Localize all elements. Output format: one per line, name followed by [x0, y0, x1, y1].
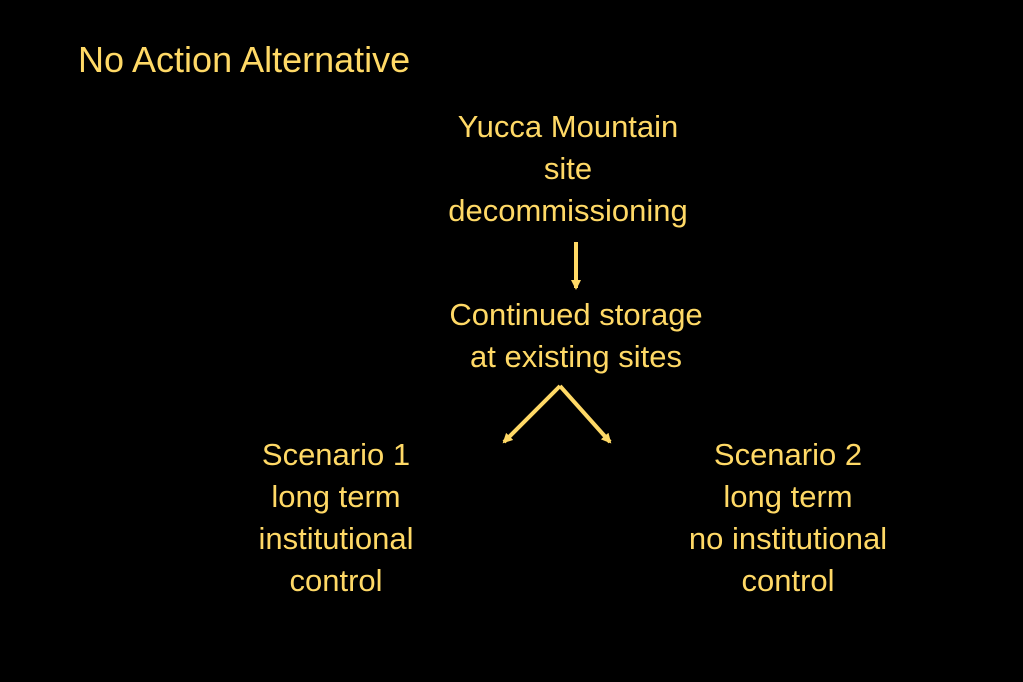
node-line: control [289, 563, 383, 598]
arrow-down-left-icon [502, 384, 562, 444]
node-line: at existing sites [470, 339, 682, 374]
node-scenario-2: Scenario 2 long term no institutional co… [638, 434, 938, 602]
node-line: no institutional [688, 521, 888, 556]
node-scenario-1: Scenario 1 long term institutional contr… [196, 434, 476, 602]
node-line: Scenario 1 [261, 437, 411, 472]
node-line: Continued storage [449, 297, 703, 332]
node-line: decommissioning [448, 193, 688, 228]
node-line: long term [271, 479, 401, 514]
node-line: Scenario 2 [713, 437, 863, 472]
slide-title: No Action Alternative [78, 39, 411, 80]
node-line: Yucca Mountain [457, 109, 679, 144]
node-line: institutional [258, 521, 414, 556]
node-line: long term [723, 479, 853, 514]
arrow-down-right-icon [558, 384, 612, 444]
node-line: control [741, 563, 835, 598]
node-line: site [543, 151, 593, 186]
node-yucca-decommissioning: Yucca Mountain site decommissioning [418, 106, 718, 232]
node-continued-storage: Continued storage at existing sites [406, 294, 746, 378]
